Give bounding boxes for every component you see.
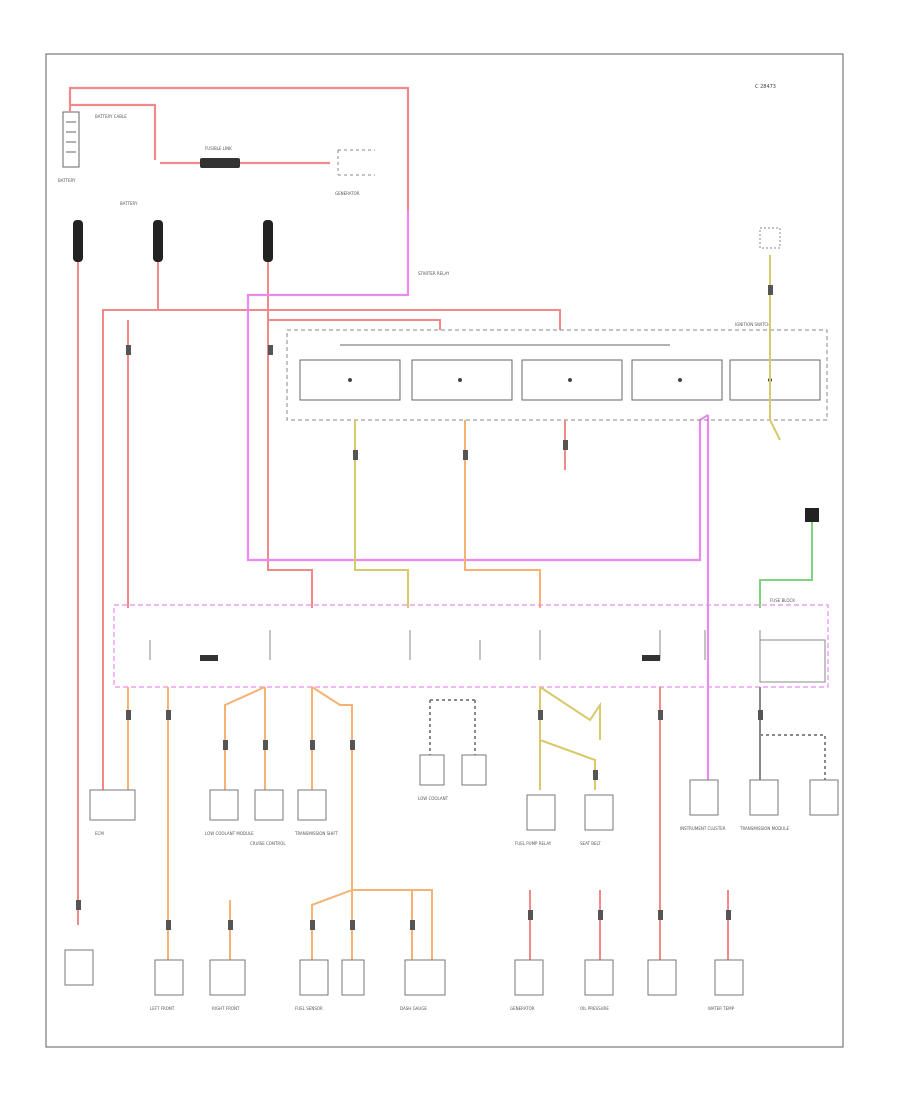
ignition-outputs	[354, 255, 813, 608]
label-left-front: LEFT FRONT	[150, 1006, 175, 1011]
label-dash-gauge: DASH GAUGE	[400, 1006, 427, 1011]
generator-label: GENERATOR	[335, 191, 360, 196]
label-generator-b: GENERATOR	[510, 1006, 535, 1011]
components	[64, 754, 839, 996]
label-lamp-3: TRANSMISSION SHIFT	[294, 831, 339, 836]
fuse-block: FUSE BLOCK	[113, 598, 829, 688]
connector-c1	[73, 220, 83, 262]
ignition-switch: IGNITION SWITCH	[286, 322, 828, 421]
battery-wiring	[68, 86, 410, 210]
component-labels: ECM LOW COOLANT MODULE CRUISE CONTROL TR…	[95, 796, 789, 1011]
ref-code: C 28473	[755, 84, 776, 90]
label-fuel-pump-relay: FUEL PUMP RELAY	[515, 841, 552, 846]
battery-junction-label: BATTERY	[120, 201, 138, 206]
battery-cable-label: BATTERY CABLE	[95, 114, 127, 119]
battery-label: BATTERY	[58, 178, 76, 183]
lower-wiring	[127, 686, 826, 965]
battery-group: BATTERY	[58, 111, 80, 183]
label-low-coolant: LOW COOLANT	[418, 796, 449, 801]
ignition-switch-label: IGNITION SWITCH	[735, 322, 770, 327]
fusible-link-main: FUSIBLE LINK	[200, 146, 240, 168]
label-water-temp: WATER TEMP	[708, 1006, 735, 1011]
label-seat-belt: SEAT BELT	[580, 841, 601, 846]
label-instrument-cluster: INSTRUMENT CLUSTER	[680, 826, 726, 831]
label-ecm: ECM	[95, 831, 104, 836]
label-lamp-1: LOW COOLANT MODULE	[205, 831, 254, 836]
diagram-frame	[45, 53, 844, 1048]
label-lamp-2: CRUISE CONTROL	[250, 841, 286, 846]
red-feeds	[77, 262, 561, 925]
connector-ticks	[76, 285, 773, 930]
generator-top: GENERATOR	[335, 149, 375, 196]
fusible-link-label: FUSIBLE LINK	[205, 146, 232, 151]
starter-relay-label: STARTER RELAY	[418, 271, 450, 276]
label-fuel-sensor: FUEL SENSOR	[295, 1006, 323, 1011]
fuse-block-label: FUSE BLOCK	[770, 598, 795, 603]
label-right-front: RIGHT FRONT	[212, 1006, 240, 1011]
right-connector	[805, 508, 819, 522]
label-oil-pressure: OIL PRESSURE	[580, 1006, 609, 1011]
pink-feed	[246, 210, 710, 780]
label-transmission-module: TRANSMISSION MODULE	[739, 826, 789, 831]
top-right-sensor	[759, 227, 781, 249]
battery-symbol	[62, 111, 80, 168]
connector-c2	[153, 220, 163, 262]
connector-c3	[263, 220, 273, 262]
